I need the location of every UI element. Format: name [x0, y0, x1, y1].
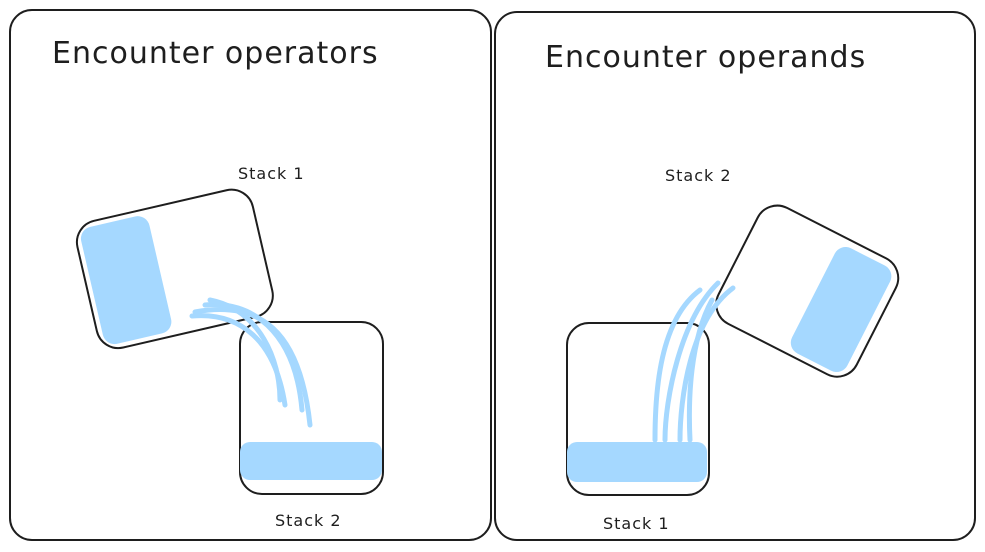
pouring-stream-right — [652, 280, 736, 443]
stack-2-label-left: Stack 2 — [275, 511, 342, 530]
stack-2-tilted-container — [715, 204, 900, 378]
panel-left-title: Encounter operators — [52, 36, 379, 71]
panel-left-frame — [9, 9, 492, 541]
pouring-stream-left — [189, 297, 313, 428]
stack-1-label-left: Stack 1 — [238, 164, 305, 183]
stack-1-label-right: Stack 1 — [603, 514, 670, 533]
panel-right-title: Encounter operands — [545, 40, 867, 75]
panel-right-frame — [494, 11, 976, 541]
stack-2-label-right: Stack 2 — [665, 166, 732, 185]
